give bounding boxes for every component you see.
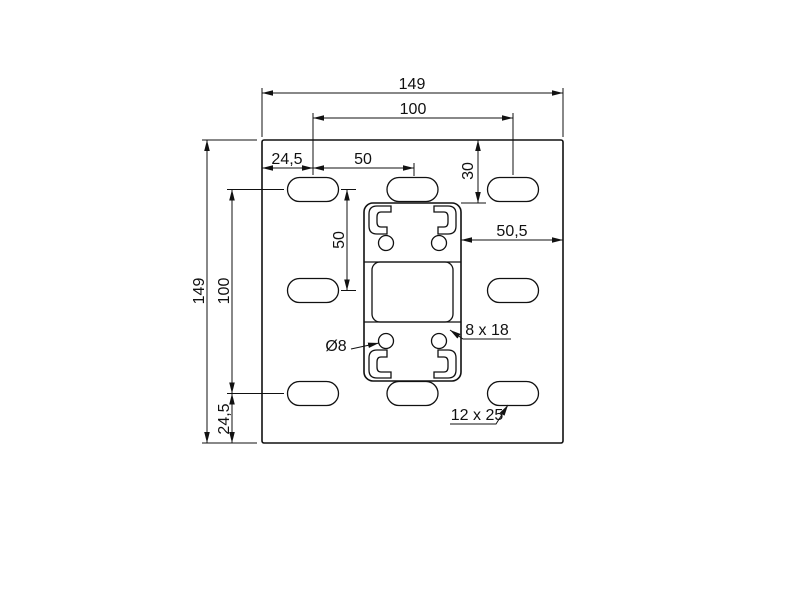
dim-text-channel-slot: 8 x 18 xyxy=(465,322,509,339)
round-hole xyxy=(430,332,448,350)
channel-hook-bottom-left xyxy=(368,349,392,379)
extension-lines xyxy=(202,88,564,444)
round-hole xyxy=(377,332,395,350)
dim-text-hole-span-v: 100 xyxy=(216,278,233,305)
plate-slot-group xyxy=(286,176,540,407)
channel-hook-top-left xyxy=(368,205,392,235)
dim-text-channel-to-edge: 50,5 xyxy=(496,223,527,240)
plate-slot xyxy=(386,176,439,203)
dim-text-slot-to-center: 50 xyxy=(354,151,372,168)
leader-round-hole xyxy=(350,342,380,350)
plate-slot xyxy=(486,277,540,304)
plate-slot xyxy=(286,380,340,407)
dim-text-plate-height: 149 xyxy=(191,278,208,305)
dim-text-round-hole: Ø8 xyxy=(325,338,346,355)
plate-slot xyxy=(486,380,540,407)
channel-profile xyxy=(363,202,462,382)
dim-text-top-to-channel: 30 xyxy=(460,162,477,180)
plate-slot xyxy=(286,277,340,304)
plate-outline xyxy=(261,139,564,444)
channel-hook-top-right xyxy=(433,205,457,235)
dim-text-plate-slot: 12 x 25 xyxy=(451,407,504,424)
channel-hooks xyxy=(368,205,457,379)
dim-text-hole-span-h: 100 xyxy=(400,101,427,118)
plate-slot xyxy=(386,380,439,407)
leader-channel-slot xyxy=(449,329,511,340)
dim-text-plate-width: 149 xyxy=(399,76,426,93)
plate-slot xyxy=(486,176,540,203)
plate-slot xyxy=(286,176,340,203)
channel-hook-bottom-right xyxy=(433,349,457,379)
leader-lines xyxy=(350,329,511,425)
dimension-labels: 149 100 24,5 50 30 50,5 149 100 50 24,5 … xyxy=(191,76,528,435)
channel-opening xyxy=(371,261,454,323)
round-hole xyxy=(430,234,448,252)
dim-text-bottom-offset: 24,5 xyxy=(216,403,233,434)
leader-plate-slot xyxy=(450,404,509,425)
channel-outline xyxy=(363,202,462,382)
dim-text-row-spacing: 50 xyxy=(331,231,348,249)
dimension-lines xyxy=(204,90,563,443)
round-hole xyxy=(377,234,395,252)
dim-text-edge-offset: 24,5 xyxy=(271,151,302,168)
